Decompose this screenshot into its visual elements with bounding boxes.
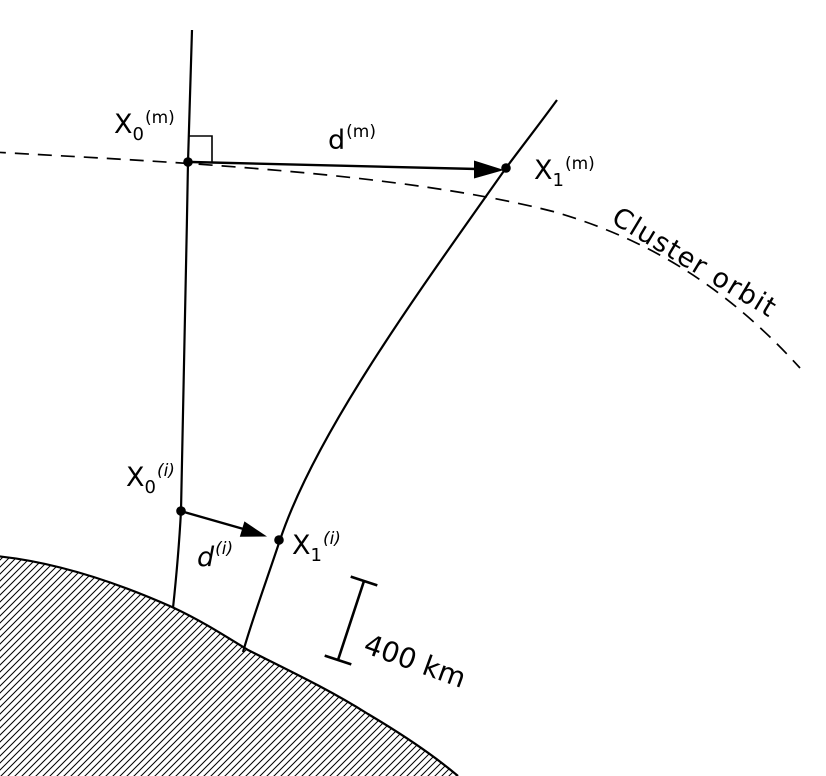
field-line-left [171,29,194,609]
point-x0i [176,506,186,516]
label-x0i-base: X [126,462,145,493]
label-x0m-sup: (m) [145,108,175,128]
ground-hatched-region [0,556,458,776]
ground-surface-line [0,555,459,776]
label-x0i: X0(i) [126,461,175,498]
label-x1m-base: X [534,155,553,186]
label-dm: d(m) [328,122,376,156]
point-x1m [501,163,511,173]
label-di-base: d [197,542,215,573]
point-x0m [183,157,193,167]
scale-bar [324,575,378,666]
label-x0m-sub: 0 [133,124,144,145]
displacement-arrow-i-line [183,510,248,532]
label-x1i-base: X [292,530,311,561]
point-x1i [274,535,284,545]
label-x1i: X1(i) [292,529,341,566]
label-dm-base: d [328,125,345,156]
label-x0m-base: X [114,109,133,140]
label-x0i-sup: (i) [157,461,175,481]
arrow-head-m [474,160,504,179]
label-scale-400km: 400 km [360,628,471,695]
label-di-sup: (i) [215,539,233,559]
label-di: d(i) [197,539,233,573]
label-cluster-orbit: Cluster orbit [606,201,782,324]
label-x1i-sup: (i) [323,529,341,549]
right-angle-marker [188,135,213,162]
arrow-head-i [239,521,267,537]
label-x1i-sub: 1 [311,545,322,566]
label-x0m: X0(m) [114,108,175,145]
label-x1m-sub: 1 [553,170,564,191]
displacement-arrow-m-line [190,160,478,171]
label-x0i-sub: 0 [145,477,156,498]
field-line-right [241,99,558,653]
label-x1m: X1(m) [534,154,595,191]
label-dm-sup: (m) [346,122,376,142]
cluster-orbit-dashed-curve [0,151,801,369]
label-x1m-sup: (m) [565,154,595,174]
